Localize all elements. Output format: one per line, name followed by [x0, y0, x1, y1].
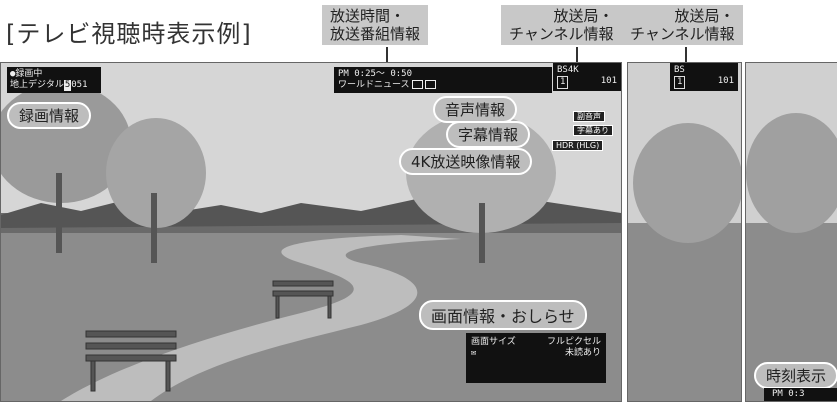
callout-recording-info: 録画情報: [7, 102, 92, 129]
park-scene-3: [746, 63, 837, 401]
callout-broadcast-time: 放送時間・ 放送番組情報: [322, 5, 429, 45]
station-name: BS: [674, 65, 685, 75]
callout-line: チャンネル情報: [509, 25, 614, 43]
leader-line: [576, 47, 578, 63]
screen-notice-panel: 画面サイズ フルピクセル ✉ 未読あり: [466, 333, 606, 383]
subtitle-badge: 字幕あり: [573, 125, 613, 136]
callout-screen-notice: 画面情報・おしらせ: [419, 300, 587, 330]
program-title: ワールドニュース: [338, 80, 410, 90]
callout-4k-video-info: 4K放送映像情報: [399, 148, 533, 175]
leader-line: [685, 47, 687, 63]
recording-indicator: ●録画中: [10, 69, 43, 79]
recording-channel-row: 地上デジタル5051: [10, 80, 98, 91]
callout-station-b: 放送局・ チャンネル情報: [622, 5, 743, 45]
callout-audio-info: 音声情報: [433, 96, 518, 123]
channel-box: 1: [674, 76, 686, 89]
program-row: ワールドニュース: [338, 80, 548, 91]
channel-number: 101: [600, 76, 617, 86]
callout-line: 放送時間・: [330, 7, 406, 25]
channel-number: 101: [717, 76, 734, 86]
screen-size-value: フルピクセル: [546, 337, 601, 347]
station-info-bs: BS 1 101: [670, 63, 738, 91]
data-icon: [424, 80, 436, 89]
callout-line: 放送局・: [553, 7, 614, 25]
hdr-badge: HDR (HLG): [552, 140, 604, 151]
station-name: BS4K: [557, 65, 579, 75]
page-title: [テレビ視聴時表示例]: [6, 20, 252, 48]
callout-line: チャンネル情報: [630, 25, 735, 43]
park-scene-2: [628, 63, 741, 401]
screen-size-row: 画面サイズ フルピクセル: [471, 337, 601, 348]
callout-line: 放送番組情報: [330, 25, 421, 43]
clock-display: PM 0:3: [764, 388, 837, 401]
tv-screen-partial-3: 時刻表示 PM 0:3: [745, 62, 837, 402]
station-row: 1 101: [557, 76, 617, 89]
callout-clock: 時刻表示: [754, 362, 837, 389]
program-info: PM 0:25～ 0:50 ワールドニュース: [334, 67, 552, 93]
station-info: BS4K 1 101: [553, 63, 621, 91]
mail-status: 未読あり: [564, 348, 601, 358]
leader-line: [386, 47, 388, 63]
broadcast-time: PM 0:25～ 0:50: [338, 69, 413, 79]
channel-icon: 5: [63, 80, 72, 91]
recording-source: 地上デジタル: [10, 80, 64, 90]
callout-station-a: 放送局・ チャンネル情報: [501, 5, 622, 45]
tv-screen-main: ●録画中 地上デジタル5051 録画情報 PM 0:25～ 0:50 ワールドニ…: [0, 62, 622, 402]
recording-channel: 051: [71, 80, 88, 90]
tv-screen-partial-2: BS 1 101: [627, 62, 742, 402]
recording-status: ●録画中 地上デジタル5051: [7, 67, 101, 93]
channel-box: 1: [557, 76, 569, 89]
subtitle-icon: [411, 80, 423, 89]
mail-icon: ✉: [471, 348, 477, 358]
station-row: 1 101: [674, 76, 734, 89]
mail-row: ✉ 未読あり: [471, 348, 601, 359]
callout-subtitle-info: 字幕情報: [446, 121, 531, 148]
callout-line: 放送局・: [674, 7, 735, 25]
audio-mode-badge: 副音声: [573, 111, 605, 122]
screen-size-label: 画面サイズ: [471, 337, 516, 347]
